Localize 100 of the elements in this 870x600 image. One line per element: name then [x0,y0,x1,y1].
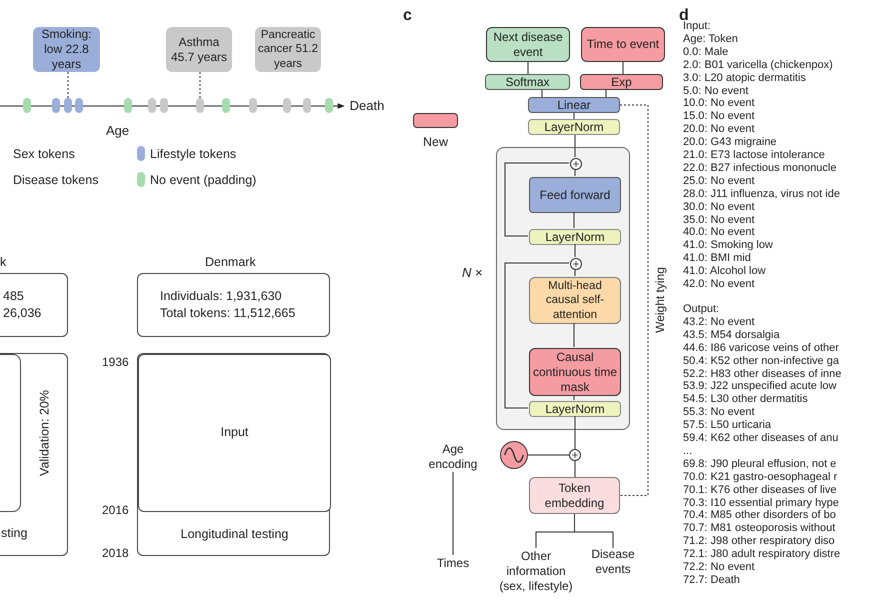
box-text: 485 [3,288,24,305]
list-line: 72.2: No event [683,561,755,574]
box-text: Exp [611,76,632,88]
data-split-box [0,353,68,556]
list-line: 59.4: K62 other diseases of anu [683,432,838,445]
token-marker [222,98,230,113]
list-line: 35.0: No event [683,214,755,226]
list-line: Output: [683,303,720,316]
token-marker [160,98,168,113]
token-marker [64,98,72,113]
list-line: 54.5: L30 other dermatitis [683,393,808,406]
list-line: 10.0: No event [683,97,755,110]
text-label: c [403,6,412,26]
event-callout [33,27,100,72]
list-line: 69.8: J90 pleural effusion, not e [683,458,836,471]
list-line: 41.0: Alcohol low [683,265,766,278]
list-line: 41.0: Smoking low [683,239,773,252]
box-text: Next disease event [492,30,564,60]
token-marker [196,98,204,113]
list-line: 42.0: No event [683,278,755,291]
box-text: LayerNorm [545,231,605,243]
input-period-box [138,354,331,512]
list-line: 70.3: I10 essential primary hype [683,496,839,510]
box-text: Asthma 45.7 years [170,34,228,64]
box-text: Death [350,97,384,116]
event-callout [166,27,232,72]
list-line: 20.0: G43 migraine [683,136,777,150]
box-text: Causal continuous time mask [532,350,618,394]
list-line: 70.1: K76 other diseases of live [683,484,836,497]
box-text: Pancreatic cancer 51.2 years [256,28,320,72]
box-text: sting [1,525,28,542]
box-text: Linear [557,98,591,112]
box-text: LayerNorm [544,121,604,133]
layernorm-box [528,119,620,135]
wave-symbol [500,441,528,469]
list-line: 50.4: K52 other non-infective ga [683,354,839,368]
box-text: Smoking: low 22.8 years [40,27,93,72]
token-marker [249,98,257,113]
box-text: Input [220,424,248,442]
connector-line [574,244,576,258]
stats-box [137,273,330,337]
connector-line [574,416,576,450]
connector-line [622,62,624,74]
list-line: 22.0: B27 infectious mononucle [683,162,836,175]
dashed-line [620,104,648,496]
exp-box [580,74,663,90]
arrow [0,103,345,109]
list-line: 2.0: B01 varicella (chickenpox) [683,58,833,72]
box-text: Time to event [586,37,660,52]
list-line: 28.0: J11 influenza, virus not ide [683,188,840,201]
list-line: 0.0: Male [683,46,728,59]
box-text: Token embedding [544,480,606,510]
box-text: Multi-head causal self-attention [544,278,606,322]
connector-line [574,134,576,158]
list-line: 5.0: No event [683,84,748,98]
legend-label: Lifestyle tokens [150,146,236,163]
list-line: 43.5: M54 dorsalgia [683,328,780,342]
sum-node [570,258,582,270]
list-line: 70.0: K21 gastro-oesophageal r [683,470,838,484]
connector-line [452,472,454,556]
text-label: 2018 [102,545,129,562]
token-marker [52,98,60,113]
list-line: 72.1: J80 adult respiratory distre [683,548,840,562]
list-line: 53.9: J22 unspecified acute low [683,380,836,394]
data-split-box [137,353,330,556]
connector-line [504,162,570,236]
feed-forward-box [529,177,621,213]
token-marker [283,98,291,113]
list-line: 15.0: No event [683,110,755,124]
text-label: 2016 [102,502,129,519]
list-line: 43.2: No event [683,316,755,329]
list-line: 40.0: No event [683,226,755,240]
layernorm-box [529,401,621,417]
text-label: Age [106,122,130,140]
connector-line [574,168,576,176]
list-line: 44.6: I86 varicose veins of other [683,342,839,355]
linear-box [528,97,620,113]
list-line: 30.0: No event [683,200,755,214]
list-line: 72.7: Death [683,574,740,587]
text-label: Denmark [205,254,256,271]
embedding-box [529,477,620,514]
layernorm-box [529,229,621,245]
output-box [581,27,665,62]
list-line: ... [683,444,692,458]
box-text: Validation: 20% [36,390,52,476]
softmax-box [485,74,570,90]
connector-line [504,262,570,408]
connector-line [574,514,614,548]
box-text: Longitudinal testing [180,526,290,543]
list-line: 52.2: H83 other diseases of inne [683,368,842,380]
box-text: Disease events [590,547,636,577]
list-line: Age: Token [683,32,738,46]
text-label: k [0,254,6,271]
box-text: LayerNorm [545,403,605,415]
box-text: Softmax [505,76,550,88]
box-text: Individuals: 1,931,630 [160,288,282,305]
token-marker [23,98,31,113]
sum-node [570,158,582,170]
repeat-label: N × [462,264,483,282]
token-marker [148,98,156,113]
